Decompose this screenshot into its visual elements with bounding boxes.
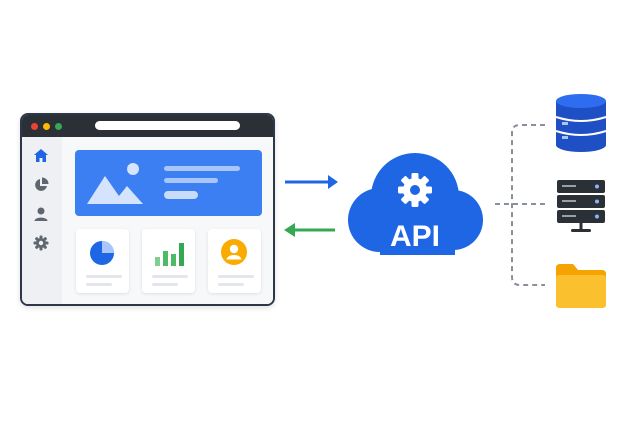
card-text-line bbox=[86, 283, 112, 286]
pie-chart-icon bbox=[35, 177, 49, 191]
user-avatar-icon bbox=[221, 239, 247, 265]
hero-text-line-1 bbox=[164, 166, 240, 171]
browser-window bbox=[20, 113, 275, 306]
image-placeholder-icon bbox=[87, 163, 143, 204]
hero-text-line-2 bbox=[164, 178, 218, 183]
card-text-line bbox=[152, 275, 188, 278]
hero-button bbox=[164, 191, 198, 199]
connector-lines bbox=[495, 124, 545, 286]
api-cloud: API bbox=[348, 153, 483, 255]
card-text-line bbox=[218, 275, 254, 278]
database-icon bbox=[555, 94, 607, 152]
bar-chart-icon bbox=[155, 243, 184, 266]
app-sidebar bbox=[22, 137, 62, 304]
user-icon bbox=[34, 207, 48, 221]
api-label: API bbox=[390, 220, 440, 253]
minimize-dot bbox=[43, 123, 50, 130]
close-dot bbox=[31, 123, 38, 130]
card-text-line bbox=[152, 283, 178, 286]
folder-icon bbox=[556, 264, 606, 308]
maximize-dot bbox=[55, 123, 62, 130]
profile-card bbox=[208, 229, 261, 293]
pie-chart-card bbox=[76, 229, 129, 293]
bar-chart-card bbox=[142, 229, 195, 293]
pie-chart-icon bbox=[90, 241, 114, 265]
browser-titlebar bbox=[22, 115, 273, 137]
arrow-left-icon bbox=[284, 223, 335, 237]
hero-banner bbox=[75, 150, 262, 216]
gear-icon bbox=[398, 173, 432, 207]
address-bar bbox=[95, 121, 240, 130]
home-icon bbox=[34, 149, 48, 162]
request-response-arrows bbox=[284, 175, 338, 237]
card-text-line bbox=[218, 283, 244, 286]
cloud-shape bbox=[348, 153, 483, 255]
gear-icon bbox=[33, 235, 49, 251]
app-main bbox=[62, 137, 273, 304]
card-text-line bbox=[86, 275, 122, 278]
server-icon bbox=[557, 180, 605, 232]
arrow-right-icon bbox=[285, 175, 338, 189]
